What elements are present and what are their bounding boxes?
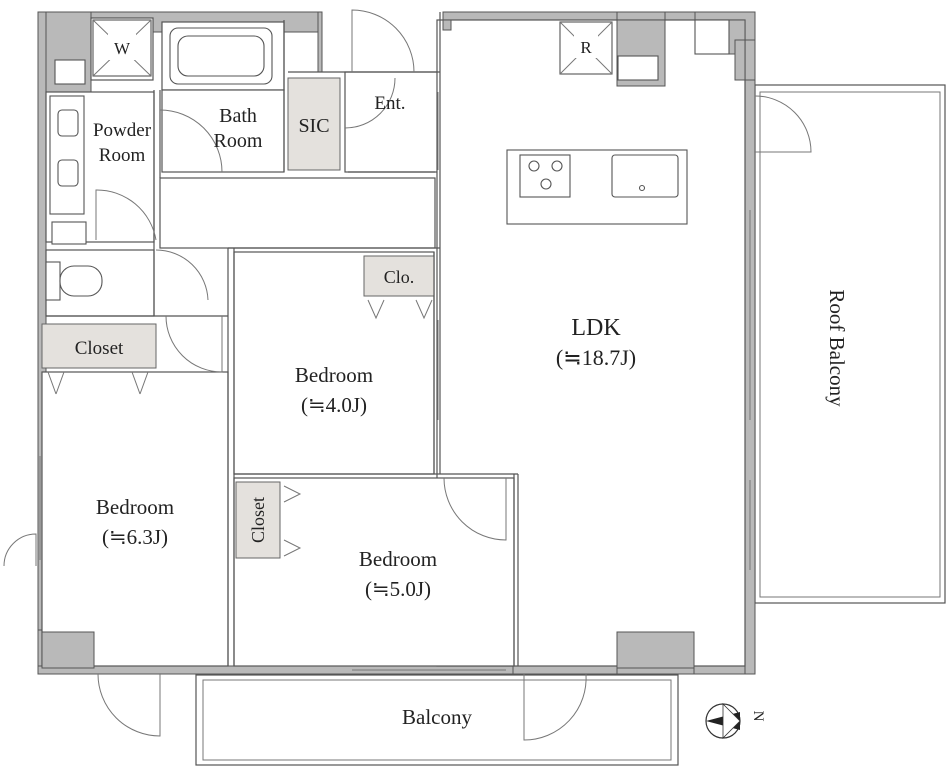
clo-label: Clo. [384,267,415,287]
washer-space: W [92,19,152,77]
fridge-label: R [580,38,592,57]
washer-label: W [114,39,131,58]
powder-room-label-1: Powder [93,120,152,141]
sic-label: SIC [298,115,329,137]
bedroom-5-label: Bedroom [359,547,437,571]
roof-balcony [754,84,946,604]
balcony [195,674,679,766]
closet-left-label: Closet [75,338,124,359]
doors [3,9,812,741]
ldk-size: (≒18.7J) [556,345,636,370]
closet-mid: Closet [235,481,302,559]
entrance-label: Ent. [374,93,405,114]
roof-balcony-label: Roof Balcony [825,289,849,407]
sic-storage: SIC [287,77,341,171]
bath-room-label-2: Room [214,130,263,152]
ldk-label: LDK [571,315,621,341]
bedroom-4-size: (≒4.0J) [301,393,367,417]
closet-left: Closet [41,323,157,395]
interiors [41,17,746,667]
bedroom-4-label: Bedroom [295,363,373,387]
powder-room-label-2: Room [99,145,146,166]
closet-mid-label: Closet [248,497,268,543]
balcony-label: Balcony [402,705,472,729]
bathtub [169,27,273,85]
vanity [49,95,85,215]
windows [39,92,751,671]
compass-north-label: N [750,711,766,722]
room-labels: Powder Room Bath Room Ent. LDK (≒18.7J) … [93,93,849,729]
toilet [45,261,103,301]
bedroom-5-size: (≒5.0J) [365,577,431,601]
bedroom-6-label: Bedroom [96,495,174,519]
refrigerator-space: R [559,21,613,75]
bath-room-label-1: Bath [219,105,257,127]
partitions [46,12,519,666]
bedroom-6-size: (≒6.3J) [102,525,168,549]
kitchen-counter [506,149,688,225]
compass: N [705,703,766,739]
